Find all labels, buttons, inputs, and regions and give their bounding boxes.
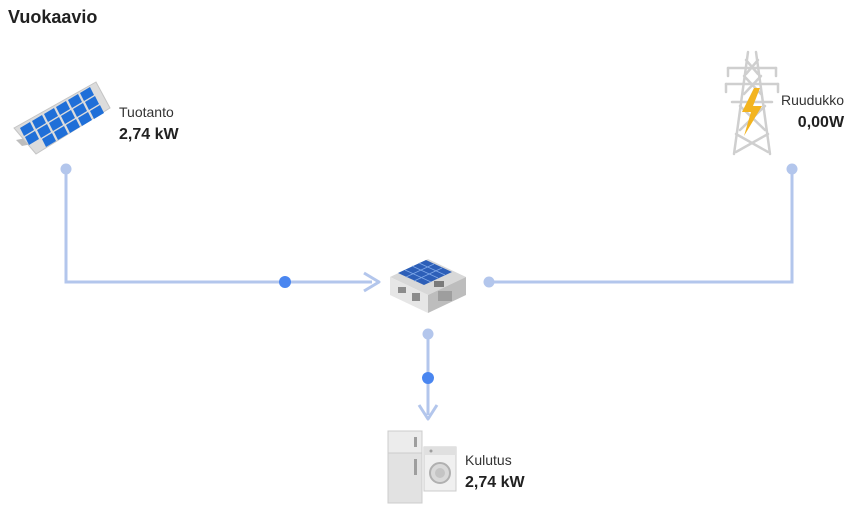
grid-label: Ruudukko [781,92,845,108]
flow-line-consumption [417,328,439,421]
lightning-bolt-icon [742,88,762,136]
production-arrow-icon [363,271,381,293]
consumption-flow-dot [422,372,434,384]
appliances-icon [386,425,458,510]
production-flow-dot [279,276,291,288]
grid-connector-dot [786,163,798,175]
production-info: Tuotanto 2,74 kW [119,104,179,144]
production-connector-dot [60,163,72,175]
grid-info: Ruudukko 0,00W [781,92,844,132]
consumption-value: 2,74 kW [465,474,525,491]
flow-line-production [60,163,381,293]
production-label: Tuotanto [119,104,174,120]
consumption-label: Kulutus [465,452,512,468]
grid-value: 0,00W [797,114,845,131]
house-with-solar-roof-icon [386,251,470,320]
solar-panel-icon [12,78,112,163]
consumption-info: Kulutus 2,74 kW [465,452,525,492]
flow-line-grid [483,163,798,288]
grid-home-connector-dot [483,276,495,288]
production-value: 2,74 kW [119,126,179,143]
page-title: Vuokaavio [8,7,98,27]
power-pylon-icon [724,50,780,163]
consumption-arrow-icon [417,404,439,421]
home-connector-dot [422,328,434,340]
